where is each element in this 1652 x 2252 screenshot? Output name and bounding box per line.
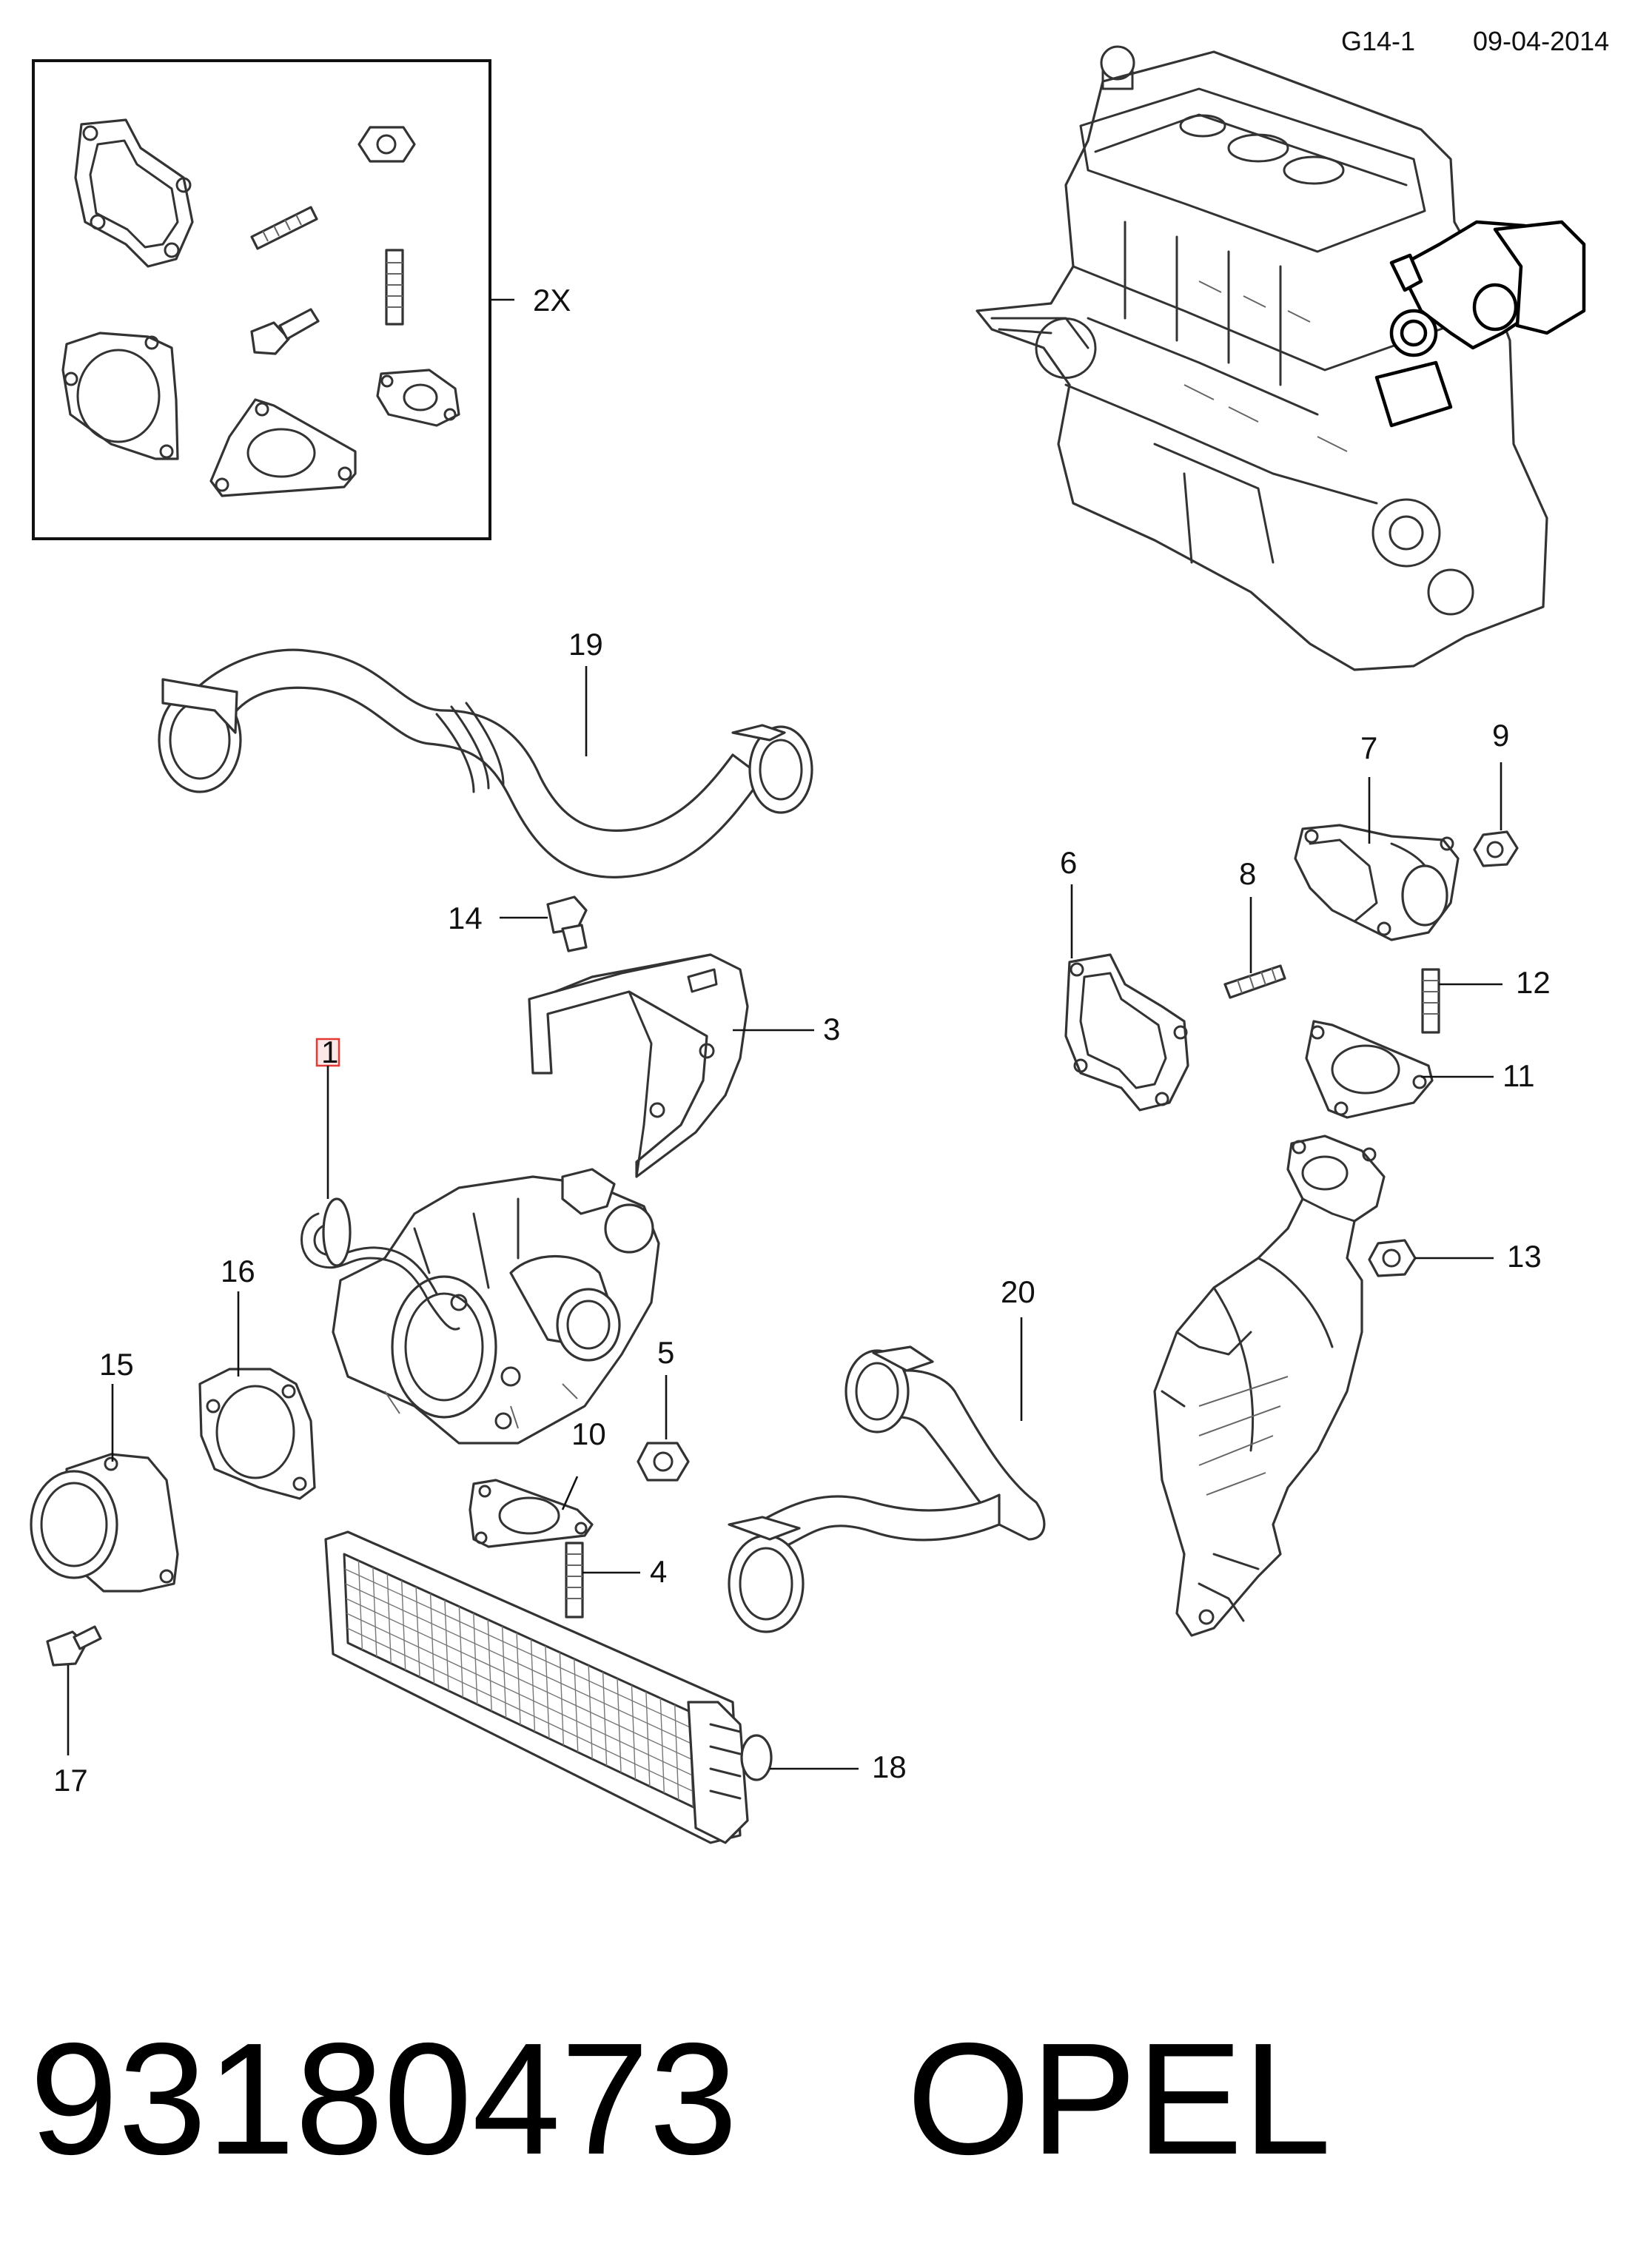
- callout-2x: 2X: [533, 283, 571, 317]
- part-19-intake-hose: [158, 648, 813, 878]
- callout-4: 4: [650, 1554, 667, 1589]
- part-12-stud: [1421, 968, 1502, 1034]
- part-number: 93180473: [30, 2009, 738, 2188]
- part-10-gasket: [469, 1476, 594, 1548]
- part-9-nut: [1473, 762, 1519, 867]
- part-1-turbocharger: [300, 1168, 660, 1445]
- callout-16: 16: [221, 1254, 255, 1288]
- part-17-bolt: [46, 1625, 102, 1755]
- part-6-gasket: [1064, 884, 1189, 1112]
- catalytic-converter-illustration: [1153, 1135, 1386, 1637]
- part-11-gasket: [1305, 1020, 1494, 1119]
- diagram-date: 09-04-2014: [1473, 26, 1609, 56]
- callout-19: 19: [568, 627, 603, 662]
- callout-14: 14: [448, 901, 483, 935]
- part-14-bolt: [500, 895, 588, 952]
- callout-8: 8: [1239, 856, 1256, 891]
- callout-1: 1: [321, 1035, 338, 1069]
- callout-9: 9: [1492, 718, 1509, 753]
- callout-10: 10: [571, 1416, 606, 1451]
- part-5-nut: [637, 1375, 690, 1482]
- callout-3: 3: [823, 1012, 840, 1046]
- callout-6: 6: [1060, 845, 1077, 880]
- part-16-gasket: [198, 1291, 316, 1500]
- gasket-kit-inset: [32, 59, 514, 540]
- callout-20: 20: [1001, 1274, 1035, 1309]
- part-7-outlet-flange: [1294, 777, 1460, 941]
- engine-assembly-illustration: [976, 45, 1586, 671]
- part-13-nut: [1368, 1239, 1494, 1277]
- part-18-intercooler: [324, 1530, 859, 1844]
- callout-11: 11: [1502, 1058, 1535, 1093]
- callout-15: 15: [99, 1347, 134, 1382]
- callout-18: 18: [872, 1749, 907, 1784]
- part-20-charge-hose: [728, 1317, 1046, 1633]
- brand-name: OPEL: [907, 2009, 1332, 2188]
- callout-13: 13: [1507, 1239, 1542, 1274]
- part-3-heat-shield: [528, 953, 814, 1178]
- callout-17: 17: [53, 1763, 88, 1798]
- diagram-code: G14-1: [1341, 26, 1415, 56]
- callout-5: 5: [657, 1335, 674, 1370]
- part-8-stud: [1223, 897, 1286, 999]
- part-4-stud: [565, 1542, 640, 1619]
- callout-12: 12: [1516, 965, 1551, 1000]
- callout-7: 7: [1360, 730, 1377, 765]
- part-15-outlet-elbow: [30, 1384, 179, 1593]
